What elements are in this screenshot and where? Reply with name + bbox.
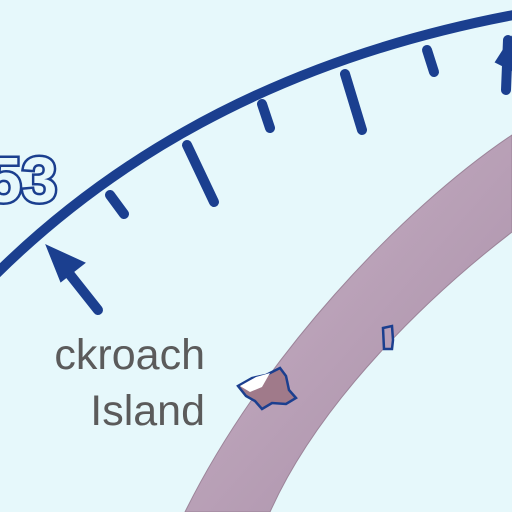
scale-tick [182,140,219,207]
scale-tick [105,190,129,219]
scale-number-label: 53 [0,144,60,216]
scale-tick [340,69,367,135]
cockroach-island[interactable] [236,366,298,411]
place-label-line1[interactable]: ckroach [54,331,205,379]
scale-tick [422,45,439,77]
scale-ticks [105,45,439,219]
scale-tick [257,99,275,133]
place-label-line2[interactable]: Island [90,387,205,435]
scale-arc [0,10,512,278]
pointer-arrow [45,244,103,315]
pointer-arrow-right [494,35,512,95]
land-band [184,134,512,512]
small-islet [381,324,395,351]
